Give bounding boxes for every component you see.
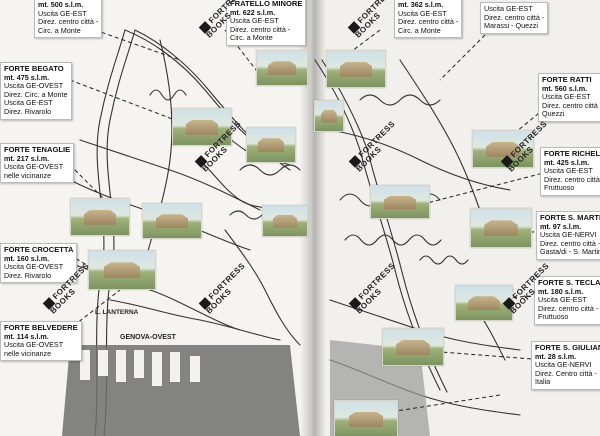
fort-photo-castle bbox=[88, 250, 156, 290]
map-label-l-lanterna: L. LANTERNA bbox=[95, 309, 139, 316]
fort-label-fratello-minore: FRATELLO MINORE mt. 622 s.l.m. Uscita GE… bbox=[226, 0, 307, 46]
fort-photo-centro bbox=[262, 205, 308, 237]
fort-label-s-giuliano: FORTE S. GIULIAN mt. 28 s.l.m. Uscita GE… bbox=[531, 341, 600, 390]
fort-label-top-left: mt. 500 s.l.m. Uscita GE-EST Direz. cent… bbox=[34, 0, 103, 39]
fort-photo-ratti bbox=[472, 130, 534, 168]
fort-photo-small bbox=[314, 100, 344, 132]
fort-label-richelieu: FORTE RICHELIE mt. 425 s.l.m. Uscita GE-… bbox=[540, 147, 600, 196]
fort-label-belvedere: FORTE BELVEDERE mt. 114 s.l.m. Uscita GE… bbox=[0, 321, 82, 362]
fort-photo-begato bbox=[172, 108, 232, 146]
fort-label-s-tecla: FORTE S. TECLA mt. 180 s.l.m. Uscita GE-… bbox=[534, 276, 600, 325]
fort-photo-bottom bbox=[334, 400, 398, 436]
fort-label-top-right: Uscita GE-EST Direz. centro città - Mara… bbox=[480, 2, 549, 34]
fort-photo-fratello-minore bbox=[256, 50, 308, 86]
fort-label-begato: FORTE BEGATO mt. 475 s.l.m. Uscita GE-OV… bbox=[0, 62, 72, 120]
fort-photo-richelieu bbox=[370, 185, 430, 219]
fort-label-ratti: FORTE RATTI mt. 560 s.l.m. Uscita GE-EST… bbox=[538, 73, 600, 122]
fort-label-s-martino: FORTE S. MARTIN mt. 97 s.l.m. Uscita GE-… bbox=[536, 211, 600, 260]
map-label-genova-ovest: GENOVA-OVEST bbox=[120, 334, 176, 341]
fort-photo-crocetta bbox=[70, 198, 130, 236]
fort-photo-belvedere bbox=[142, 203, 202, 239]
fort-photo-tenaglie bbox=[246, 127, 296, 163]
fort-label-crocetta: FORTE CROCETTA mt. 160 s.l.m. Uscita GE-… bbox=[0, 243, 78, 284]
fort-photo-s-giuliano bbox=[382, 328, 444, 366]
fort-photo-s-martino bbox=[470, 208, 532, 248]
fort-label-top-center: mt. 362 s.l.m. Uscita GE-EST Direz. cent… bbox=[394, 0, 463, 39]
fort-photo-top-center bbox=[326, 50, 386, 88]
fort-label-tenaglie: FORTE TENAGLIE mt. 217 s.l.m. Uscita GE-… bbox=[0, 143, 75, 184]
